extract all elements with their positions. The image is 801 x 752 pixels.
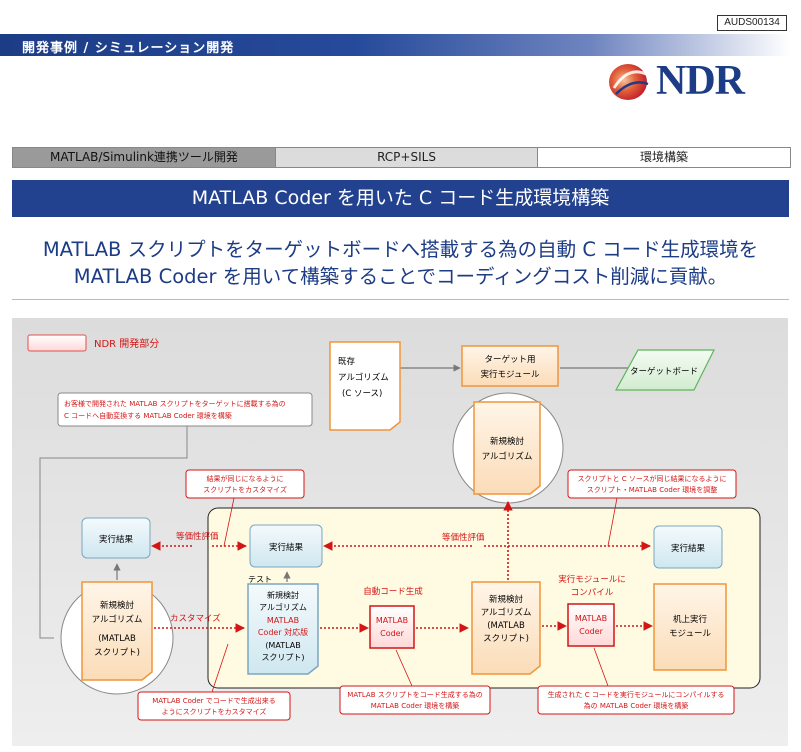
algo-coder-red-line-1: MATLAB	[267, 616, 299, 625]
algo-coder-paren-line-1: (MATLAB	[265, 641, 300, 650]
category-rcp-sils: RCP+SILS	[276, 148, 538, 167]
category-environment: 環境構築	[538, 148, 790, 167]
algo-left-line-1: 新規検討	[100, 600, 135, 611]
target-module-line-1: ターゲット用	[484, 354, 535, 365]
exec-module-label-line-2: コンパイル	[571, 588, 614, 598]
headline: MATLAB スクリプトをターゲットボードへ搭載する為の自動 C コード生成環境…	[12, 236, 789, 290]
algo-coder-line-1: 新規検討	[267, 590, 299, 600]
legend-label: NDR 開発部分	[94, 337, 159, 350]
algo-left-line-4: スクリプト)	[94, 648, 140, 658]
auto-gen-label: 自動コード生成	[363, 586, 423, 597]
note-bottom-left-line-1: MATLAB Coder でコードで生成出来る	[152, 696, 275, 705]
algo-mid-line-4: スクリプト)	[483, 634, 529, 644]
equiv-mid: 等価性評価	[442, 532, 485, 543]
algo-mid-line-3: (MATLAB	[487, 621, 525, 631]
new-algo-top-line-1: 新規検討	[490, 436, 525, 447]
section-title: 開発事例 / シミュレーション開発	[22, 41, 235, 56]
category-matlab-tool: MATLAB/Simulink連携ツール開発	[13, 148, 276, 167]
note-script-c-line-1: スクリプトと C ソースが同じ結果になるように	[578, 474, 727, 483]
note-bottom-right-line-1: 生成された C コードを実行モジュールにコンパイルする	[548, 690, 725, 699]
note-bottom-left-line-2: ようにスクリプトをカスタマイズ	[162, 707, 267, 716]
algo-coder-line-2: アルゴリズム	[259, 602, 307, 612]
category-bar: MATLAB/Simulink連携ツール開発 RCP+SILS 環境構築	[12, 147, 791, 168]
algo-coder-paren-line-2: スクリプト)	[261, 653, 304, 662]
note-script-c-line-2: スクリプト・MATLAB Coder 環境を調整	[587, 485, 717, 494]
result-mid: 実行結果	[269, 542, 304, 553]
note-top-line-2: C コードへ自動変換する MATLAB Coder 環境を構築	[64, 411, 232, 420]
algo-coder-red-line-2: Coder 対応版	[258, 627, 308, 637]
result-right: 実行結果	[671, 543, 706, 554]
coder2-line-2: Coder	[579, 627, 603, 636]
note-bottom-mid-line-1: MATLAB スクリプトをコード生成する為の	[347, 690, 482, 699]
headline-line-1: MATLAB スクリプトをターゲットボードへ搭載する為の自動 C コード生成環境…	[42, 238, 759, 261]
note-same-result-line-2: スクリプトをカスタマイズ	[203, 485, 287, 494]
logo-emblem-icon	[609, 64, 649, 100]
existing-algo-line-3: (C ソース)	[342, 389, 382, 399]
target-module-line-2: 実行モジュール	[481, 369, 540, 380]
divider	[12, 299, 789, 300]
desk-module-line-2: モジュール	[669, 629, 711, 639]
equiv-left: 等価性評価	[176, 531, 219, 542]
customize-label: カスタマイズ	[170, 613, 221, 624]
page-title: MATLAB Coder を用いた C コード生成環境構築	[12, 180, 789, 217]
note-bottom-mid-line-2: MATLAB Coder 環境を構築	[371, 701, 459, 710]
algo-left-line-3: (MATLAB	[98, 634, 136, 644]
test-label: テスト	[248, 575, 272, 584]
coder1-line-1: MATLAB	[376, 616, 408, 625]
note-bottom-right-line-2: 為の MATLAB Coder 環境を構築	[584, 701, 689, 710]
algo-left-line-2: アルゴリズム	[92, 614, 143, 625]
new-algo-top-line-2: アルゴリズム	[482, 451, 533, 462]
exec-module-label-line-1: 実行モジュールに	[558, 574, 625, 585]
existing-algo-line-1: 既存	[338, 356, 356, 367]
headline-line-2: MATLAB Coder を用いて構築することでコーディングコスト削減に貢献。	[73, 265, 728, 288]
algo-mid-line-1: 新規検討	[489, 594, 524, 605]
section-header-band: 開発事例 / シミュレーション開発	[0, 34, 790, 56]
coder1-line-2: Coder	[380, 629, 404, 638]
note-top-line-1: お客様で開発された MATLAB スクリプトをターゲットに搭載する為の	[64, 399, 286, 408]
workflow-diagram: NDR 開発部分 お客様で開発された MATLAB スクリプトをターゲットに搭載…	[12, 318, 788, 746]
note-same-result-line-1: 結果が同じになるように	[207, 474, 284, 483]
target-board: ターゲットボード	[630, 366, 698, 377]
existing-algo-line-2: アルゴリズム	[338, 372, 389, 383]
logo-wordmark: NDR	[656, 58, 745, 104]
desk-module-line-1: 机上実行	[673, 614, 708, 625]
company-logo: NDR	[604, 58, 789, 104]
document-id: AUDS00134	[717, 15, 787, 31]
algo-mid-line-2: アルゴリズム	[481, 607, 532, 618]
result-left: 実行結果	[99, 534, 134, 545]
coder2-line-1: MATLAB	[575, 614, 607, 623]
